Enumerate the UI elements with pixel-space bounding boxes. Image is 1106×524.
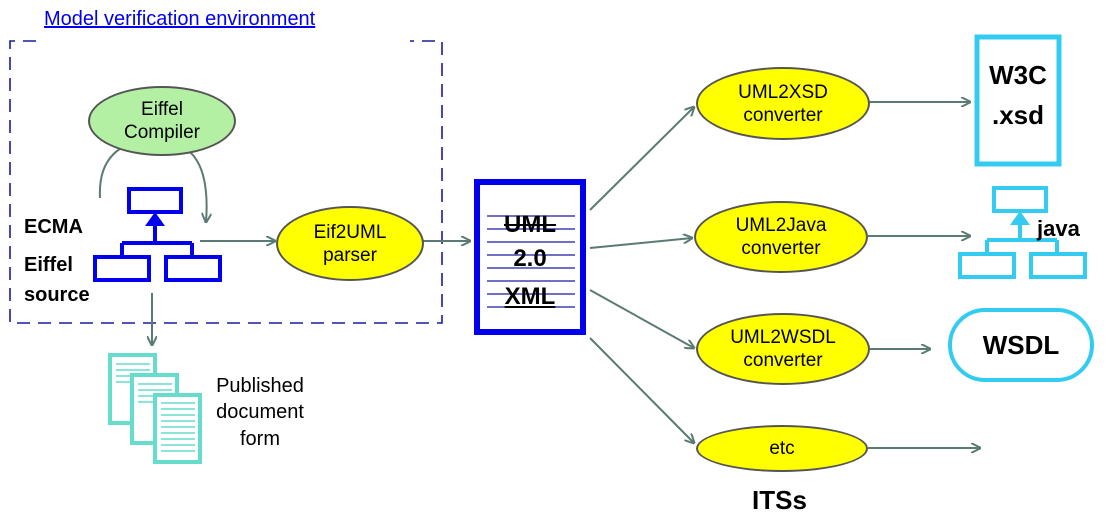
java-label: java — [1037, 216, 1080, 241]
source-label-ecma: ECMA — [24, 216, 83, 238]
uml-document-icon — [474, 179, 586, 335]
eiffel-class-icon — [93, 187, 222, 282]
parser-line1: Eif2UML — [313, 221, 387, 243]
compiler-line2: Compiler — [123, 122, 201, 143]
arrow-uml-to-wsdl-converter — [589, 289, 694, 348]
xsd-line1: W3C — [989, 60, 1047, 90]
converter-java-line2: converter — [741, 238, 821, 259]
etc-node: etc — [696, 425, 868, 472]
itss-label: ITSs — [752, 485, 807, 515]
published-document-icon — [108, 353, 202, 464]
converter-etc-line1: etc — [769, 438, 795, 459]
converter-wsdl-line2: converter — [743, 350, 823, 371]
converter-xsd-line1: UML2XSD — [738, 81, 828, 103]
uml2wsdl-converter-node: UML2WSDL converter — [696, 313, 870, 385]
java-class-icon — [958, 186, 1087, 279]
converter-wsdl-line1: UML2WSDL — [730, 327, 836, 348]
published-line2: document — [216, 401, 304, 423]
xsd-document-icon — [974, 34, 1062, 167]
converter-java-line1: UML2Java — [735, 215, 827, 236]
converter-xsd-line2: converter — [743, 104, 823, 126]
uml-doc-line1: UML — [504, 211, 556, 238]
published-line1: Published — [216, 375, 304, 397]
uml2java-converter-node: UML2Java converter — [694, 201, 868, 273]
source-label-source: source — [24, 284, 90, 306]
wsdl-label: WSDL — [982, 330, 1060, 360]
arrow-uml-to-java-converter — [589, 238, 692, 249]
arrow-uml-to-xsd-converter — [589, 107, 694, 211]
environment-title: Model verification environment — [42, 8, 318, 31]
eif2uml-parser-node: Eif2UML parser — [276, 206, 424, 281]
uml-doc-line2: 2.0 — [513, 245, 547, 272]
compiler-line1: Eiffel — [141, 99, 183, 120]
xsd-line2: .xsd — [991, 100, 1045, 130]
uml2xsd-converter-node: UML2XSD converter — [696, 67, 870, 140]
wsdl-box — [948, 308, 1094, 382]
environment-boundary — [9, 40, 443, 324]
source-label-eiffel: Eiffel — [24, 254, 73, 276]
parser-line2: parser — [323, 244, 377, 266]
eiffel-compiler-node: Eiffel Compiler — [88, 86, 236, 156]
published-line3: form — [240, 428, 280, 450]
arrow-uml-to-etc — [589, 337, 694, 443]
uml-doc-line3: XML — [504, 283, 556, 310]
